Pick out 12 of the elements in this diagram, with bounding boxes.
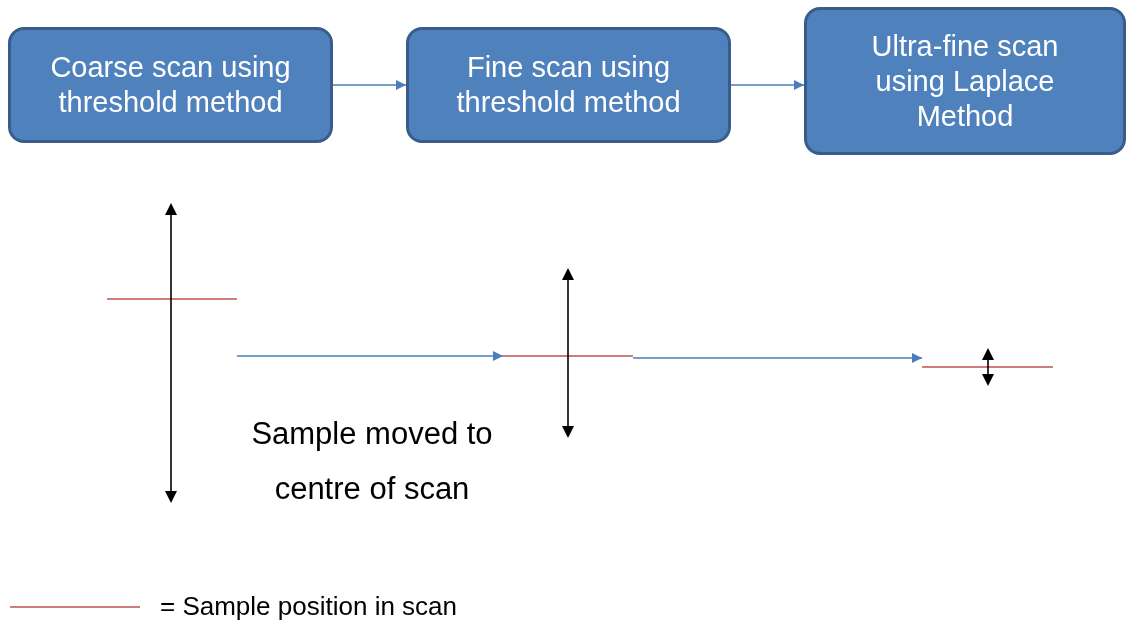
box-label: Fine scan using threshold method: [455, 50, 682, 120]
note-text: Sample moved to centre of scan: [250, 415, 494, 508]
process-box: [406, 27, 731, 143]
arrow: [236, 351, 504, 361]
legend-text: = Sample position in scan: [160, 590, 457, 622]
process-box: [804, 7, 1126, 155]
arrow: [730, 80, 805, 90]
arrow: [332, 80, 407, 90]
process-box: [8, 27, 333, 143]
arrow: [632, 353, 923, 363]
box-label: Ultra-fine scan using Laplace Method: [870, 28, 1060, 134]
box-label: Coarse scan using threshold method: [49, 50, 292, 120]
